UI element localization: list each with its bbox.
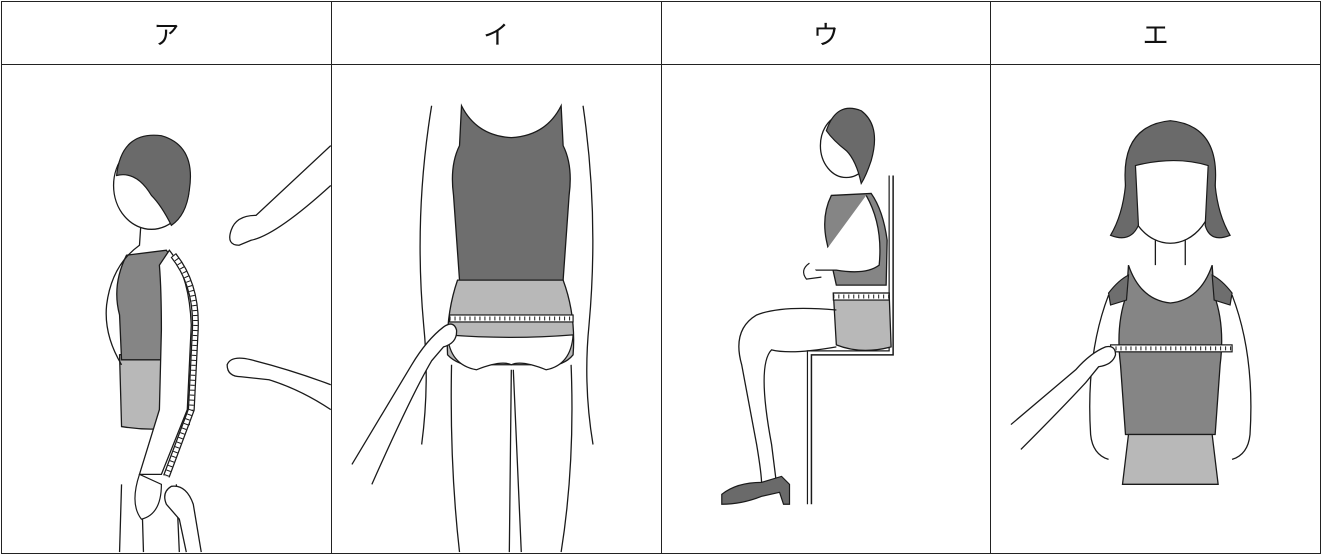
- figure-cell-i: [330, 64, 662, 554]
- figure-cell-u: [660, 64, 992, 554]
- hip-circumference-measurement-icon: [332, 65, 661, 553]
- column-header-u: ウ: [660, 1, 992, 65]
- column-header-e: エ: [990, 1, 1321, 65]
- figure-cell-e: [990, 64, 1321, 554]
- figure-cell-a: [1, 64, 332, 554]
- seated-hip-depth-measurement-icon: [662, 65, 991, 553]
- shoulder-width-measurement-icon: [991, 65, 1320, 553]
- figure-row: [1, 64, 1321, 554]
- arm-length-measurement-icon: [2, 65, 331, 553]
- header-row: ア イ ウ エ: [1, 1, 1321, 65]
- column-header-a: ア: [1, 1, 332, 65]
- column-header-i: イ: [330, 1, 662, 65]
